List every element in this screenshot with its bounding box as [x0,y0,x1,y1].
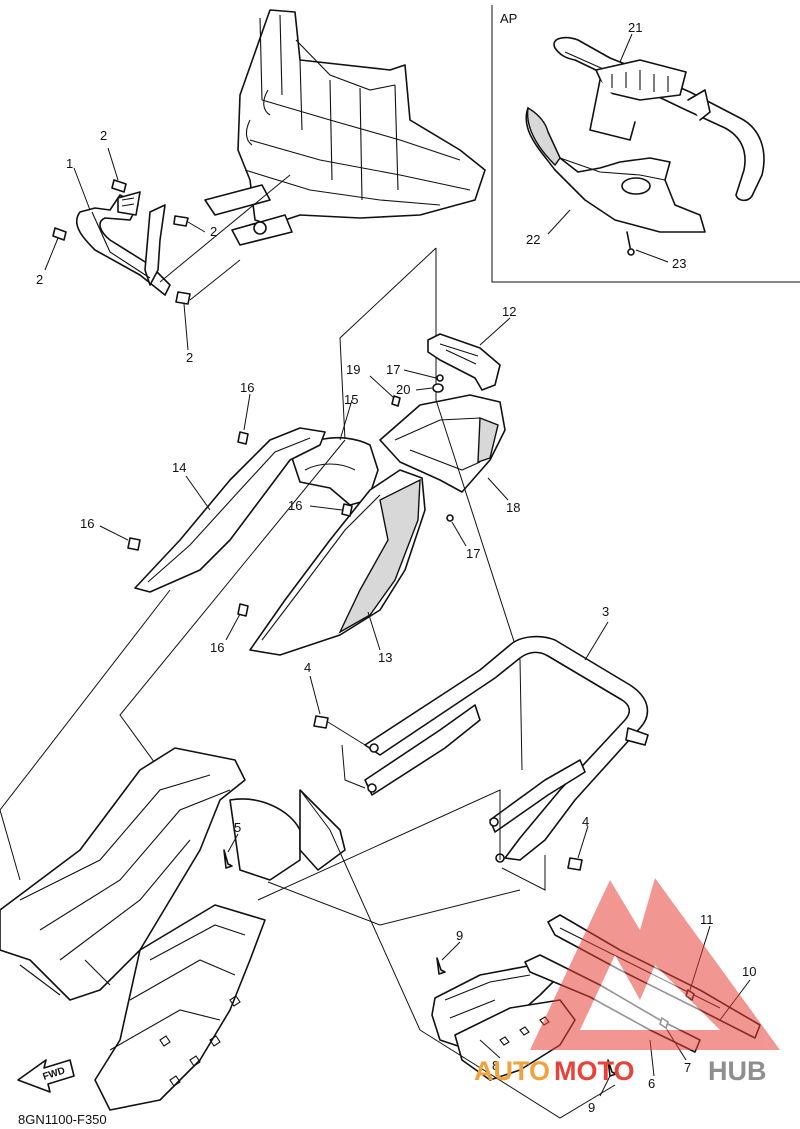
callout-16-c: 16 [288,498,302,513]
part-1-front-guard [75,191,171,296]
callout-11: 11 [700,912,714,927]
callout-10: 10 [742,964,756,979]
upper-frame [204,9,486,246]
diagram-code: 8GN1100-F350 [18,1112,107,1127]
part-18-rear-cover [379,394,506,493]
screw-16-b [127,537,141,551]
callout-2-d: 2 [186,350,193,365]
fwd-arrow-icon: FWD [17,1059,75,1093]
part-3-rear-guard [364,635,649,863]
part-13-side-panel [249,469,426,656]
screw-19 [391,395,401,407]
callout-2-a: 2 [100,128,107,143]
callout-16-d: 16 [210,640,224,655]
callout-4-b: 4 [582,814,589,829]
callout-3: 3 [602,604,609,619]
screw-16-c [341,503,353,517]
part-21-rear-guard-ap [553,36,765,202]
callout-22: 22 [526,232,540,247]
screw-16-a [237,431,249,445]
callout-16-b: 16 [80,516,94,531]
part-14-side-panel [134,427,326,593]
watermark-text-auto: AUTO [474,1056,550,1086]
callout-13: 13 [378,650,392,665]
part-23-screw [626,231,635,256]
bolt-4-b [567,857,583,871]
watermark-text-moto: MOTO [554,1056,635,1086]
callout-21: 21 [628,20,642,35]
callout-2-c: 2 [36,272,43,287]
callout-17-a: 17 [386,362,400,377]
screw-5 [223,849,233,869]
callout-2-b: 2 [210,224,217,239]
callout-18: 18 [506,500,520,515]
lower-frame [0,747,346,1111]
callout-9-b: 9 [588,1100,595,1115]
nut-17-top [436,374,444,382]
collar-20 [432,383,444,393]
bolt-4-a [313,715,329,729]
screw-9-b [607,1059,617,1077]
callout-4-a: 4 [304,660,311,675]
inset-label: AP [500,11,517,26]
callout-1: 1 [66,156,73,171]
callout-9-a: 9 [456,928,463,943]
part-12-bracket [427,333,501,391]
inset-ap: AP 21 22 23 [491,5,800,283]
callout-17-b: 17 [466,546,480,561]
callout-23: 23 [672,256,686,271]
callout-8: 8 [492,1058,499,1073]
screw-9-a [436,957,446,975]
callout-6: 6 [648,1076,655,1091]
callout-5: 5 [234,820,241,835]
bolt-2-group [52,179,191,305]
callout-12: 12 [502,304,516,319]
callout-20: 20 [396,382,410,397]
watermark-triangle-inner [580,955,720,1030]
callout-14: 14 [172,460,186,475]
callout-19: 19 [346,362,360,377]
callout-16-a: 16 [240,380,254,395]
watermark-logo [530,878,780,1050]
callout-15: 15 [344,392,358,407]
nut-17-bottom [446,514,454,522]
callout-7: 7 [684,1060,691,1075]
part-22-skid-plate-ap [525,106,706,233]
watermark-text-hub: HUB [708,1056,767,1086]
screw-16-d [237,603,249,617]
